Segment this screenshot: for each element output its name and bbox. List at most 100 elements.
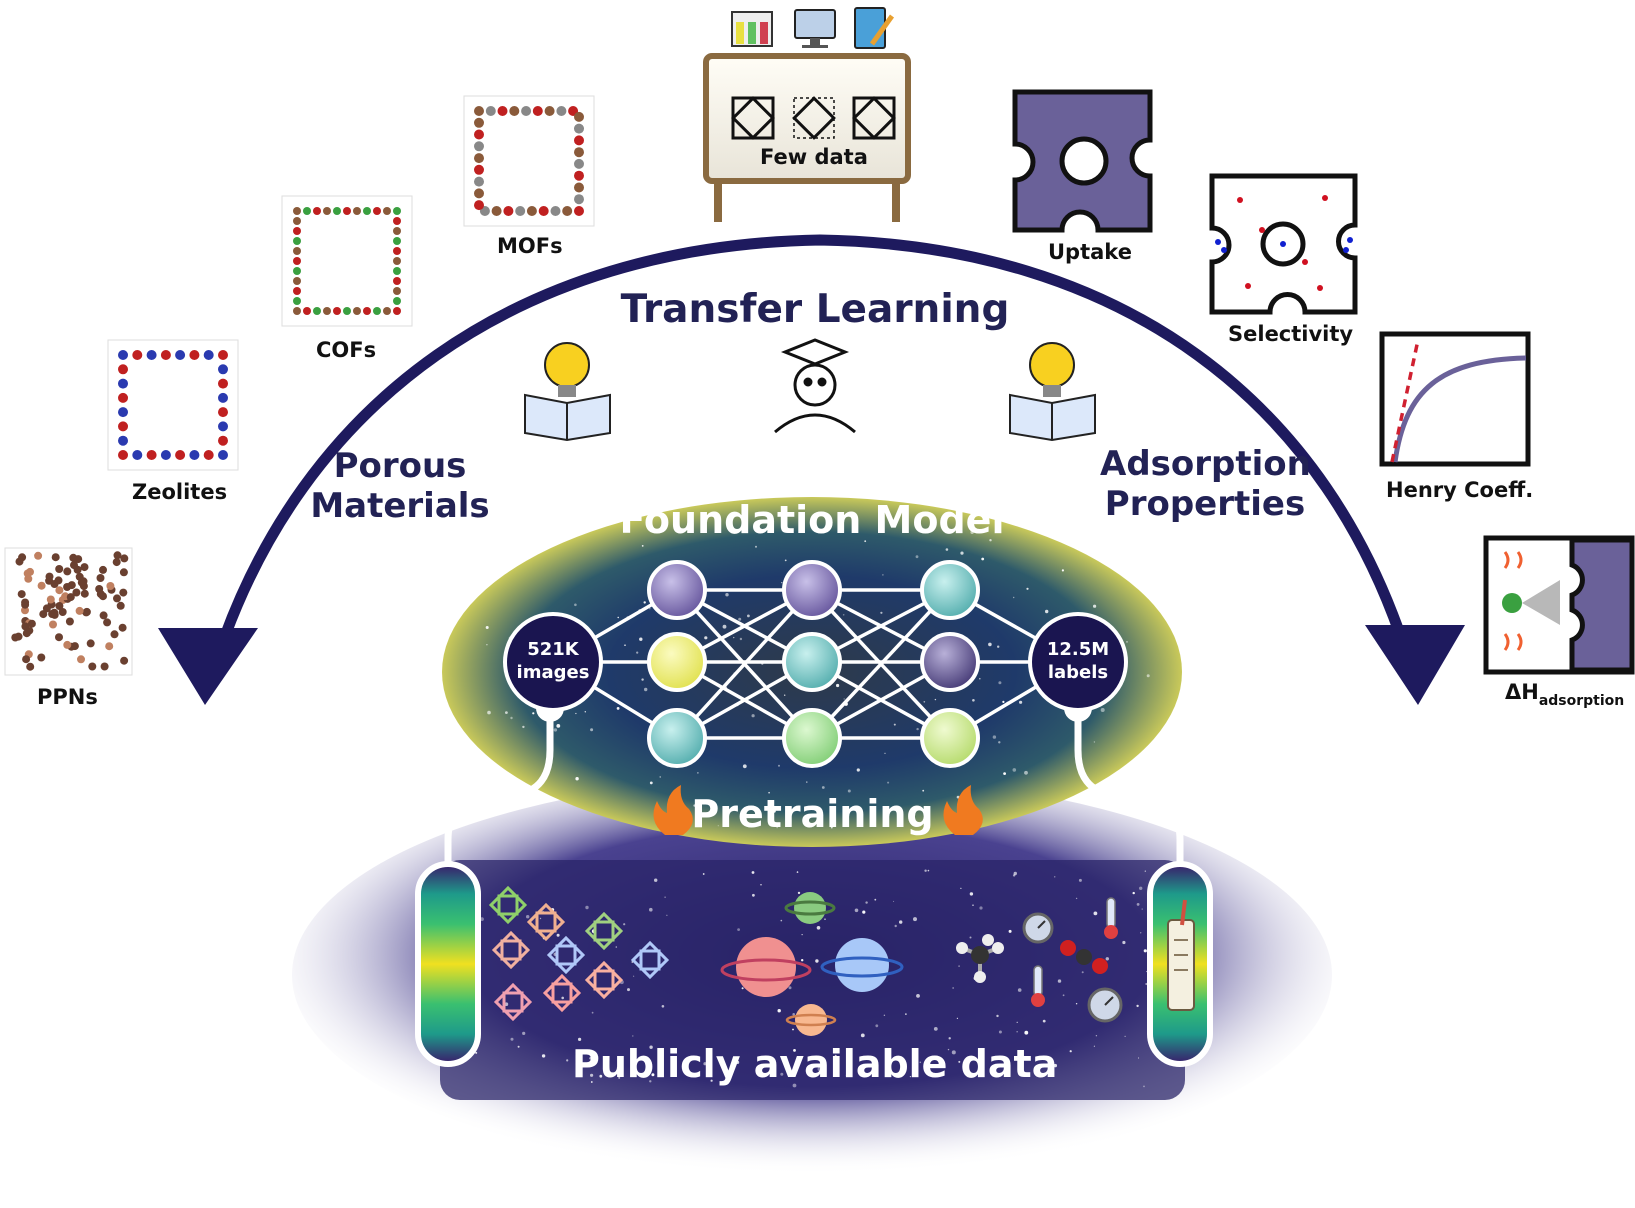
atom (119, 568, 128, 577)
atom (132, 450, 143, 460)
node-1-1 (647, 560, 707, 620)
star (1017, 988, 1022, 992)
star (934, 698, 937, 701)
star (793, 1049, 796, 1052)
atom (293, 307, 301, 315)
monitor-icon (794, 9, 836, 48)
crystal-icon (630, 940, 670, 980)
star (1016, 1031, 1018, 1033)
crystal-icon (493, 982, 533, 1022)
atom (27, 619, 36, 628)
star (697, 772, 699, 774)
star (952, 987, 954, 989)
node-3-1 (920, 560, 980, 620)
atom (363, 207, 371, 215)
atom (574, 123, 584, 134)
star (979, 677, 981, 680)
star (649, 608, 651, 610)
atom (63, 640, 72, 649)
star (666, 914, 668, 916)
lightbulb-book-icon (1009, 342, 1096, 442)
arrowhead-right (1365, 625, 1465, 705)
star (1062, 994, 1065, 997)
adsorption-heading-line2: Properties (1104, 484, 1306, 524)
star (627, 988, 630, 992)
right-connector (1074, 705, 1184, 870)
atom (96, 574, 105, 582)
network-nodes (503, 560, 1128, 768)
star (1143, 949, 1147, 953)
crystal-icon (491, 930, 531, 970)
star (1100, 708, 1105, 712)
star (643, 601, 646, 604)
planet-icon (720, 892, 904, 1036)
scroll-icon (1167, 899, 1195, 1011)
star (816, 926, 821, 930)
star (759, 1071, 762, 1074)
atom (55, 565, 64, 573)
star (556, 724, 561, 728)
node-3-3 (920, 708, 980, 768)
atom (574, 170, 584, 181)
atom (75, 606, 84, 615)
atom (218, 421, 228, 432)
atom (106, 582, 115, 590)
star (585, 905, 589, 910)
atom (118, 392, 128, 403)
fire-icon (653, 785, 983, 835)
star (960, 887, 962, 889)
star (865, 901, 868, 904)
atom (99, 565, 107, 574)
crystal-inner (535, 911, 557, 933)
star (845, 1073, 850, 1077)
star (556, 933, 560, 937)
star (874, 898, 877, 901)
star (566, 1059, 569, 1062)
star (522, 1031, 526, 1035)
atom (393, 277, 401, 285)
star (1122, 940, 1126, 945)
star (590, 728, 594, 732)
star (1019, 700, 1023, 704)
zeolites-label: Zeolites (132, 480, 228, 504)
atom (110, 630, 119, 639)
star (806, 781, 808, 783)
atom (113, 551, 122, 560)
star (1053, 1063, 1058, 1068)
cofs-structure (281, 195, 413, 327)
crystal-icon (584, 960, 624, 1000)
star (1057, 979, 1062, 983)
atom (65, 617, 74, 626)
star (541, 1054, 546, 1058)
atom (118, 623, 127, 632)
atom (574, 158, 584, 169)
star (739, 637, 743, 641)
atom (118, 407, 128, 418)
atom (79, 577, 88, 586)
pretraining-label: Pretraining (691, 792, 934, 836)
crystal-inner (593, 969, 615, 991)
star (510, 716, 513, 720)
atom (474, 164, 484, 175)
crystal-inner (500, 939, 522, 961)
star (884, 752, 886, 754)
star (922, 789, 925, 792)
star (1124, 1035, 1126, 1037)
atom (26, 567, 34, 576)
star (864, 540, 867, 543)
star (659, 776, 661, 778)
star (526, 915, 530, 919)
star (948, 1037, 951, 1040)
atom (21, 600, 30, 609)
atom (218, 364, 228, 375)
star (738, 617, 742, 621)
star (485, 626, 489, 629)
atom (333, 207, 341, 215)
atom (218, 407, 228, 418)
atom (39, 610, 48, 619)
atom (313, 307, 321, 315)
edge (675, 588, 814, 740)
star (722, 624, 727, 629)
edge (810, 588, 952, 740)
atom (383, 307, 391, 315)
